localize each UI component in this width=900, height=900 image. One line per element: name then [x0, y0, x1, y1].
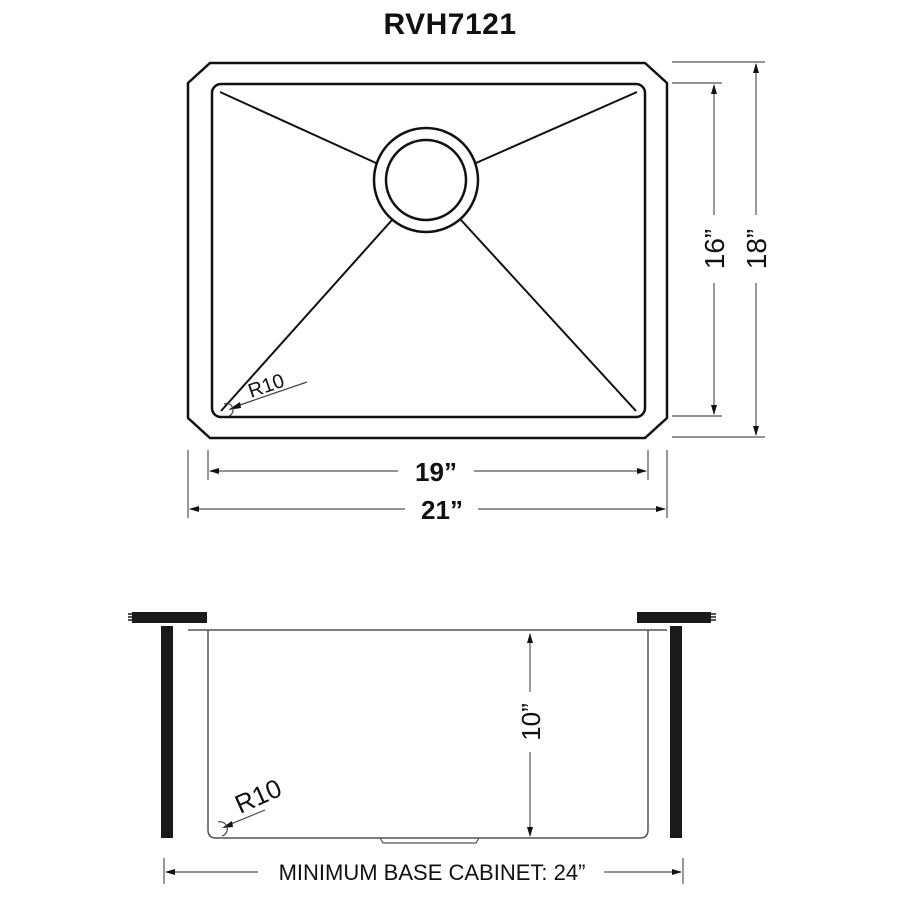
inner-depth-dimension: 16” [672, 82, 730, 417]
inner-width-dimension: 19” [207, 450, 649, 487]
side-view: 10” R10 MINIMUM BASE CABINET: 24” [128, 612, 716, 885]
inner-depth-label: 16” [699, 229, 730, 269]
top-radius-label: R10 [245, 370, 287, 403]
drain-outer-ring [372, 126, 480, 234]
sink-inner-bowl [210, 82, 647, 419]
sink-bowl-profile [207, 630, 649, 839]
outer-width-dimension: 21” [187, 450, 668, 525]
cabinet-width-dimension: MINIMUM BASE CABINET: 24” [163, 858, 684, 885]
outer-depth-label: 18” [741, 229, 772, 269]
top-view: R10 19” 21” [186, 61, 772, 525]
countertop-left [132, 612, 207, 623]
outer-width-label: 21” [421, 495, 463, 525]
cabinet-width-label: MINIMUM BASE CABINET: 24” [279, 860, 586, 885]
bowl-depth-label: 10” [516, 703, 546, 741]
side-radius-label: R10 [230, 773, 286, 820]
sink-outer-flange [186, 61, 669, 440]
cabinet-wall-right [670, 626, 682, 838]
side-radius-annotation: R10 [217, 773, 286, 837]
cabinet-wall-left [161, 626, 173, 838]
countertop-right [637, 612, 711, 623]
model-title: RVH7121 [383, 8, 517, 41]
outer-depth-dimension: 18” [672, 61, 772, 438]
bowl-depth-dimension: 10” [516, 633, 546, 837]
inner-width-label: 19” [415, 457, 457, 487]
drain-inner-ring [384, 138, 468, 222]
